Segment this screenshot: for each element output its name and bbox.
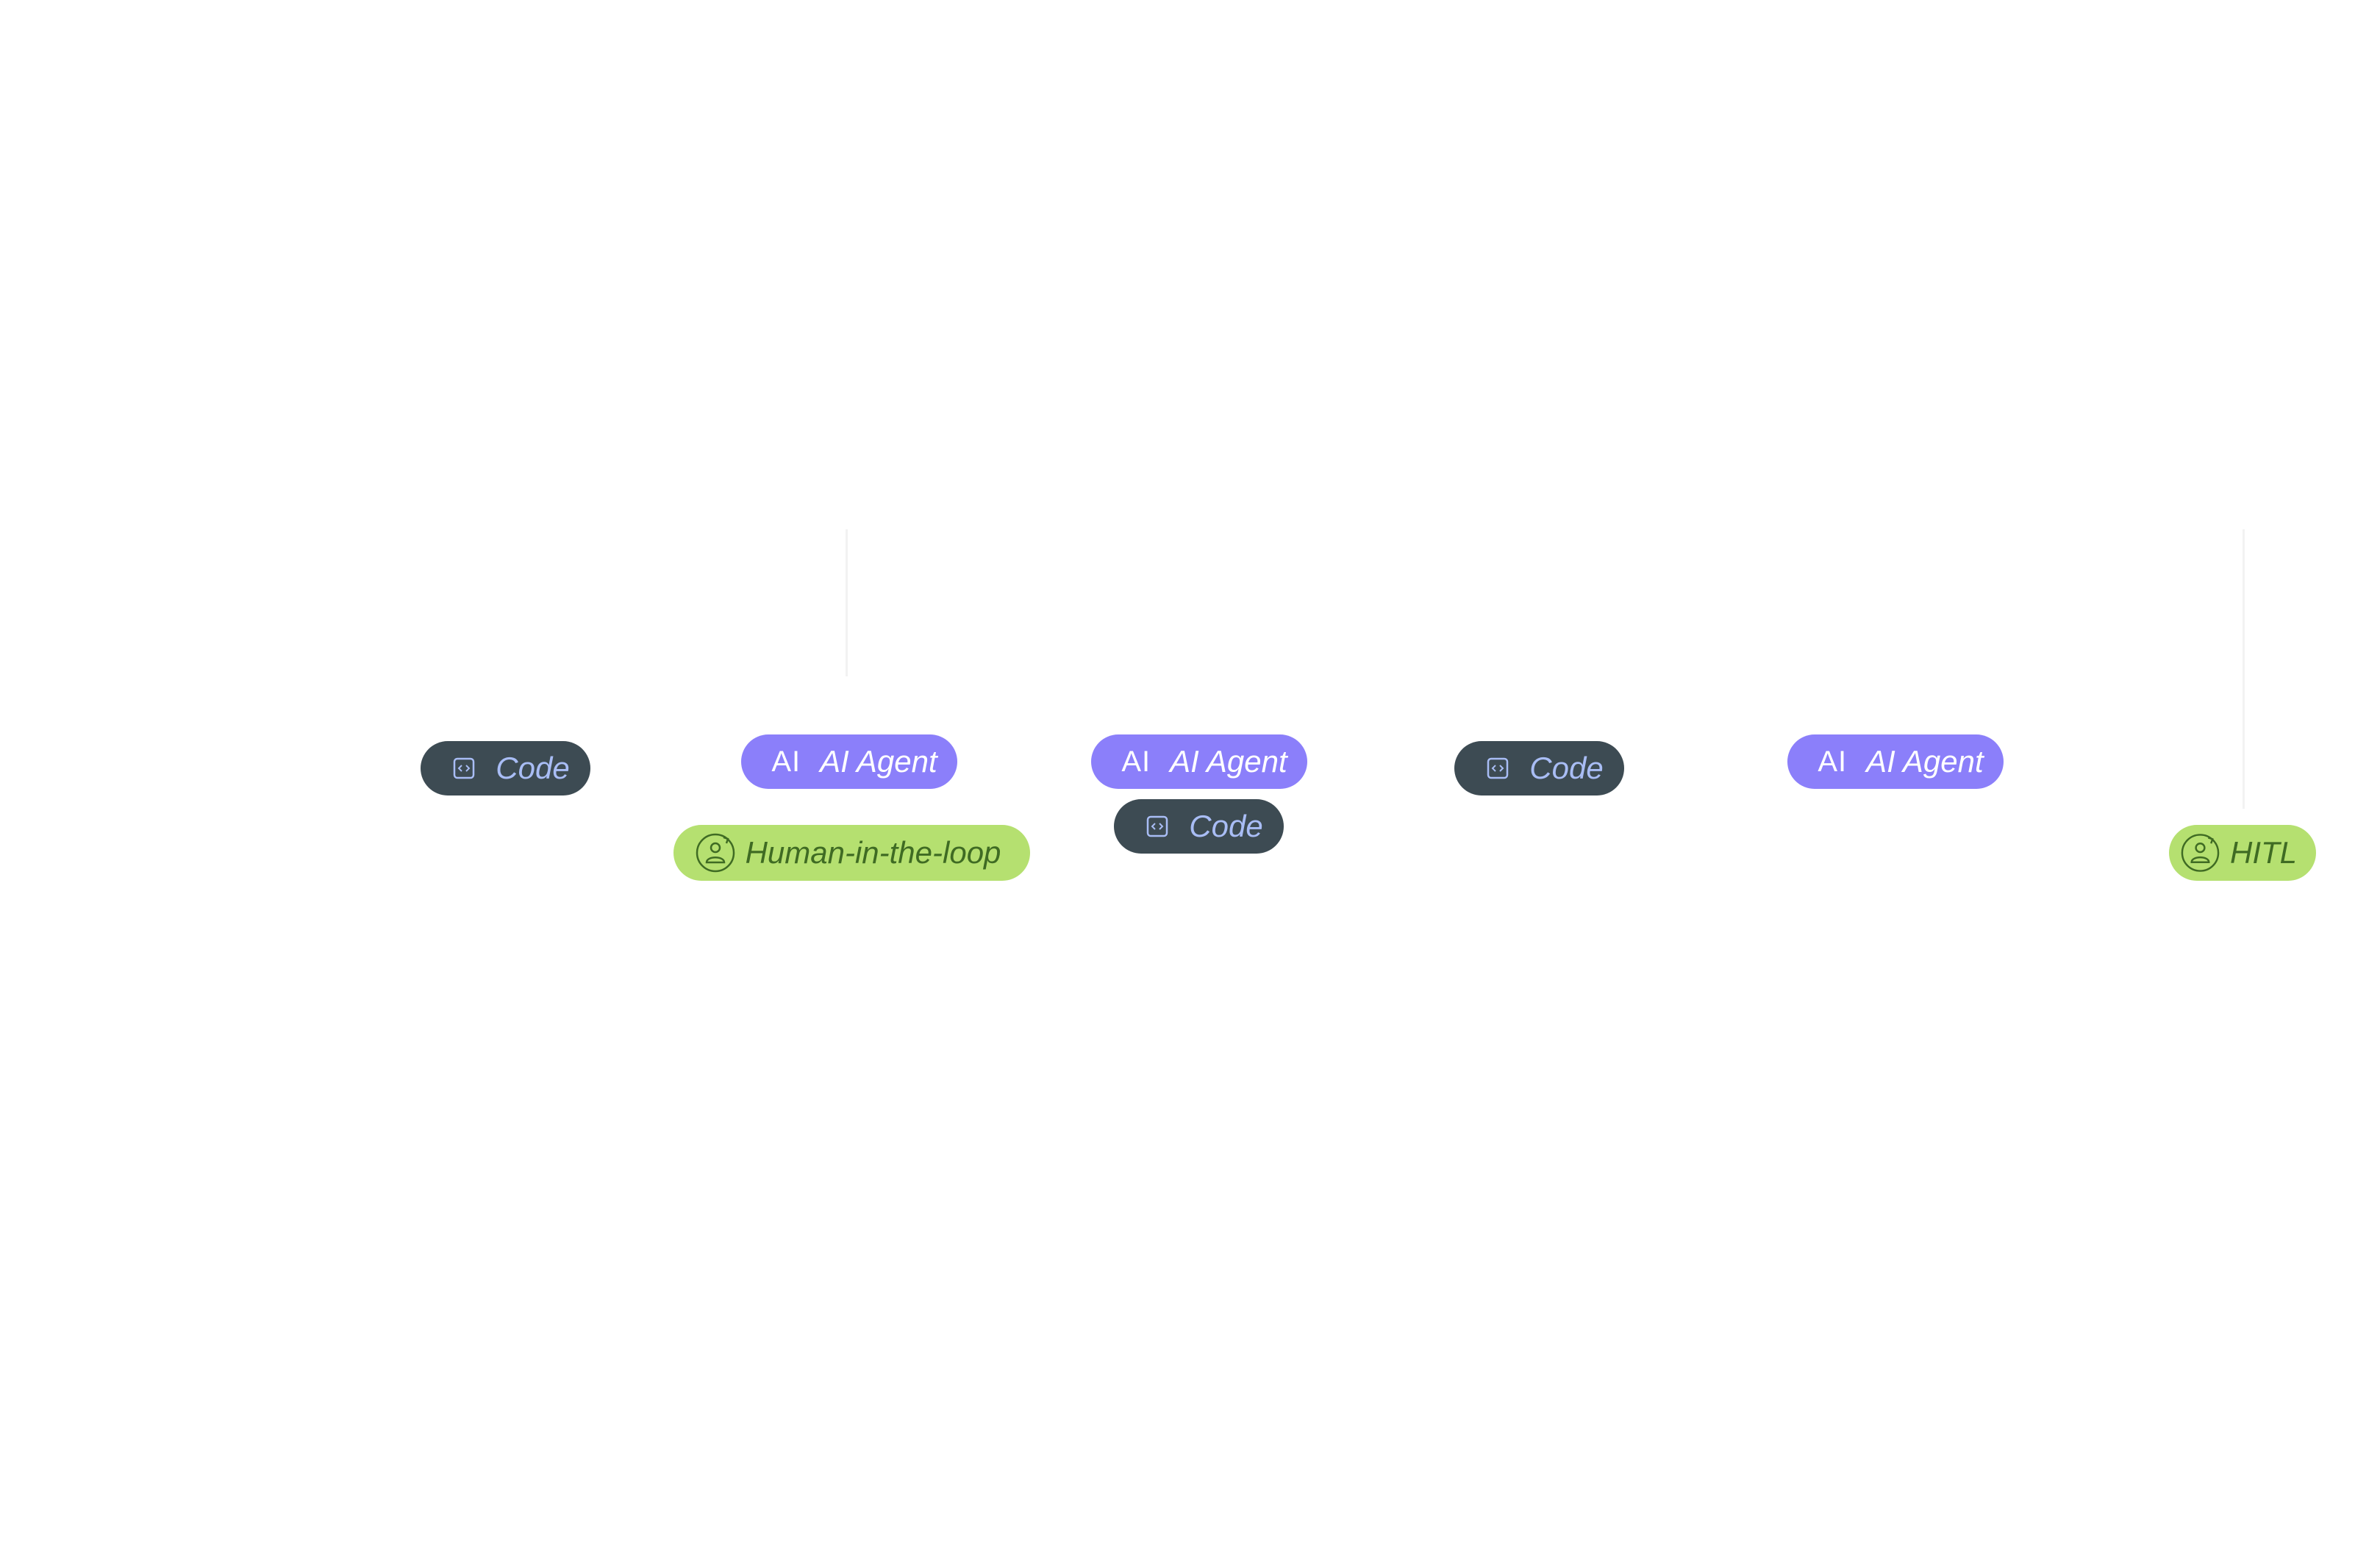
hitl-node-label: HITL — [2229, 835, 2297, 870]
code-node-label: Code — [1189, 809, 1263, 843]
code-node-label: Code — [496, 751, 570, 785]
code-icon — [1147, 815, 1168, 837]
ai-agent-node-label: AI Agent — [1170, 744, 1287, 779]
code-node[interactable]: Code — [421, 741, 590, 795]
ai-agent-node-label: AI Agent — [1866, 744, 1984, 779]
ai-icon: AI — [1121, 745, 1151, 778]
ai-agent-node[interactable]: AI AI Agent — [741, 734, 957, 789]
human-loop-icon — [2181, 834, 2220, 872]
connector-line — [2243, 529, 2245, 809]
hitl-node[interactable]: HITL — [2169, 825, 2316, 881]
ai-icon: AI — [1818, 745, 1848, 778]
code-node[interactable]: Code — [1454, 741, 1624, 795]
ai-agent-node[interactable]: AI AI Agent — [1091, 734, 1307, 789]
connector-line — [846, 529, 848, 676]
ai-agent-node-label: AI Agent — [820, 744, 937, 779]
human-in-the-loop-label: Human-in-the-loop — [745, 835, 1001, 870]
code-node[interactable]: Code — [1114, 799, 1284, 854]
code-icon — [454, 757, 475, 779]
ai-agent-node[interactable]: AI AI Agent — [1787, 734, 2004, 789]
human-loop-icon — [696, 833, 735, 873]
human-in-the-loop-node[interactable]: Human-in-the-loop — [673, 825, 1030, 881]
code-icon — [1487, 757, 1509, 779]
code-node-label: Code — [1529, 751, 1604, 785]
ai-icon: AI — [771, 745, 801, 778]
